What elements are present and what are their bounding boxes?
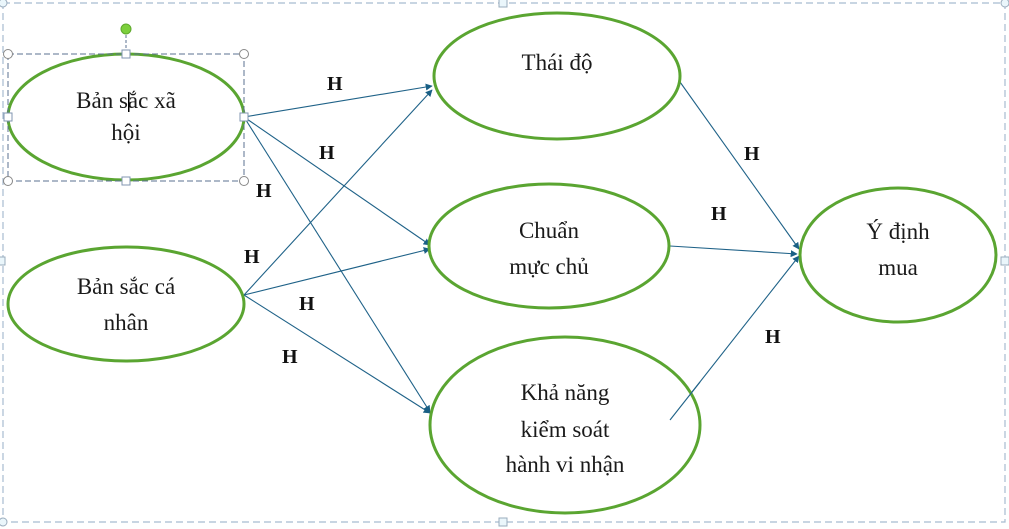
edge-attitude-intention[interactable]	[679, 81, 800, 250]
node-label: Chuẩn	[519, 218, 580, 243]
node-label: kiểm soát	[521, 417, 610, 442]
text-cursor	[128, 92, 130, 112]
node-label: Thái độ	[522, 50, 593, 75]
edge-personal-norm[interactable]	[243, 247, 431, 296]
resize-handle-top[interactable]	[121, 49, 131, 59]
node-personal-identity[interactable]: Bản sắc cá nhân	[6, 245, 246, 363]
edge-label: H	[327, 73, 343, 95]
canvas-handle-top[interactable]	[498, 0, 508, 8]
edge-label: H	[319, 142, 335, 164]
canvas-handle-right[interactable]	[1000, 256, 1009, 266]
resize-handle-right[interactable]	[239, 112, 249, 122]
edge-label: H	[711, 203, 727, 225]
node-label: Bản sắc cá	[77, 274, 175, 299]
node-label: Khả năng	[521, 380, 610, 405]
resize-handle-tl[interactable]	[3, 49, 13, 59]
canvas-corner-handle-tl[interactable]	[0, 0, 8, 8]
node-attitude[interactable]: Thái độ	[432, 11, 682, 141]
node-label: mua	[878, 255, 918, 280]
resize-handle-tr[interactable]	[239, 49, 249, 59]
edge-personal-attitude[interactable]	[243, 89, 433, 296]
canvas-handle-bottom[interactable]	[498, 517, 508, 527]
edge-social-attitude[interactable]	[243, 83, 433, 118]
canvas-handle-left[interactable]	[0, 256, 6, 266]
edge-social-control[interactable]	[243, 116, 431, 413]
resize-handle-br[interactable]	[239, 176, 249, 186]
node-subjective-norm[interactable]: Chuẩn mực chủ	[427, 182, 671, 310]
node-label: nhân	[104, 310, 149, 335]
canvas-corner-handle-tr[interactable]	[1000, 0, 1009, 8]
node-social-identity[interactable]: Bản sắc xã hội	[6, 52, 246, 182]
node-label: hội	[111, 120, 140, 145]
resize-handle-left[interactable]	[3, 112, 13, 122]
edge-personal-control[interactable]	[243, 294, 431, 414]
node-label: mực chủ	[509, 254, 589, 279]
node-purchase-intention[interactable]: Ý định mua	[798, 186, 998, 324]
edge-label: H	[765, 326, 781, 348]
edge-control-intention-tail	[669, 381, 701, 421]
edge-label: H	[244, 246, 260, 268]
node-perceived-control[interactable]: Khả năng kiểm soát hành vi nhận	[428, 335, 702, 515]
edge-label: H	[299, 293, 315, 315]
resize-handle-bottom[interactable]	[121, 176, 131, 186]
edge-norm-intention[interactable]	[669, 245, 798, 258]
edge-label: H	[256, 180, 272, 202]
resize-handle-bl[interactable]	[3, 176, 13, 186]
edge-label: H	[282, 346, 298, 368]
edge-social-norm[interactable]	[243, 116, 431, 246]
canvas-corner-handle-bl[interactable]	[0, 517, 8, 527]
node-label: Ý định	[866, 219, 930, 244]
rotate-handle[interactable]	[120, 23, 132, 35]
selection-box[interactable]	[3, 23, 249, 186]
node-label: Bản sắc xã	[76, 88, 176, 113]
node-label: hành vi nhận	[506, 452, 625, 477]
edge-label: H	[744, 143, 760, 165]
